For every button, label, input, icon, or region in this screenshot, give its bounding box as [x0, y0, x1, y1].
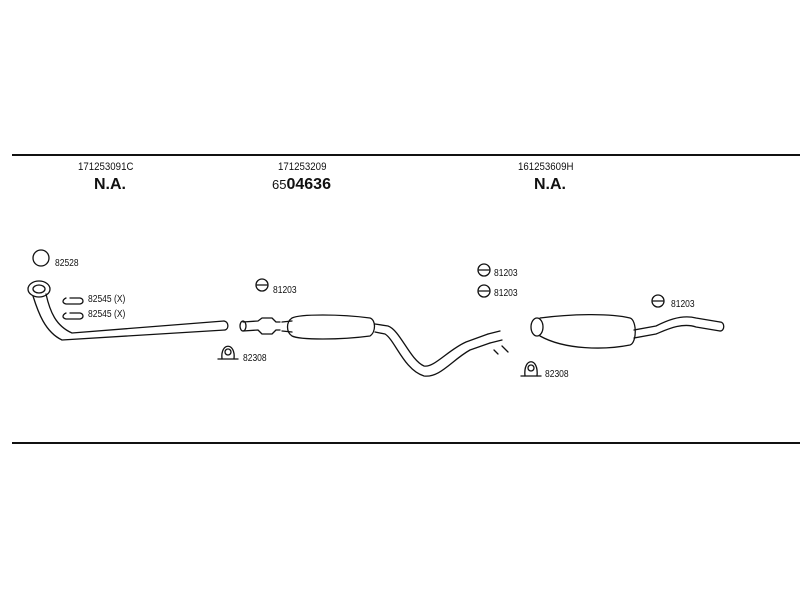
article-number: 04636: [286, 176, 331, 193]
gasket-icon: [477, 284, 491, 298]
seal-ring-icon: [32, 249, 50, 267]
part-number-front-pipe: 171253091C: [78, 161, 134, 173]
gasket-label-mid-2: 81203: [494, 288, 518, 299]
article-rear-silencer: N.A.: [534, 176, 566, 193]
top-divider: [12, 154, 800, 156]
middle-silencer-pipe-icon: [239, 314, 509, 377]
bracket-icon: [62, 297, 84, 305]
gasket-label-right: 81203: [671, 299, 695, 310]
bracket-icon: [62, 312, 84, 320]
clamp-icon: [217, 345, 239, 360]
clamp-label-left: 82308: [243, 353, 267, 364]
gasket-icon: [255, 278, 269, 292]
rear-silencer-icon: [530, 313, 725, 349]
bracket-label-1: 82545 (X): [88, 294, 126, 305]
part-number-rear-silencer: 161253609H: [518, 161, 574, 173]
clamp-icon: [520, 361, 542, 377]
article-prefix: 65: [272, 177, 287, 192]
article-front-pipe: N.A.: [94, 176, 126, 193]
gasket-label-left: 81203: [273, 285, 297, 296]
bracket-label-2: 82545 (X): [88, 309, 126, 320]
article-middle-silencer: 6504636: [272, 176, 331, 194]
part-number-middle-silencer: 171253209: [278, 161, 327, 173]
ring-label: 82528: [55, 258, 79, 269]
bottom-divider: [12, 442, 800, 444]
front-pipe-icon: [27, 280, 229, 341]
gasket-icon: [651, 294, 665, 308]
clamp-label-right: 82308: [545, 369, 569, 380]
gasket-label-mid-1: 81203: [494, 268, 518, 279]
gasket-icon: [477, 263, 491, 277]
